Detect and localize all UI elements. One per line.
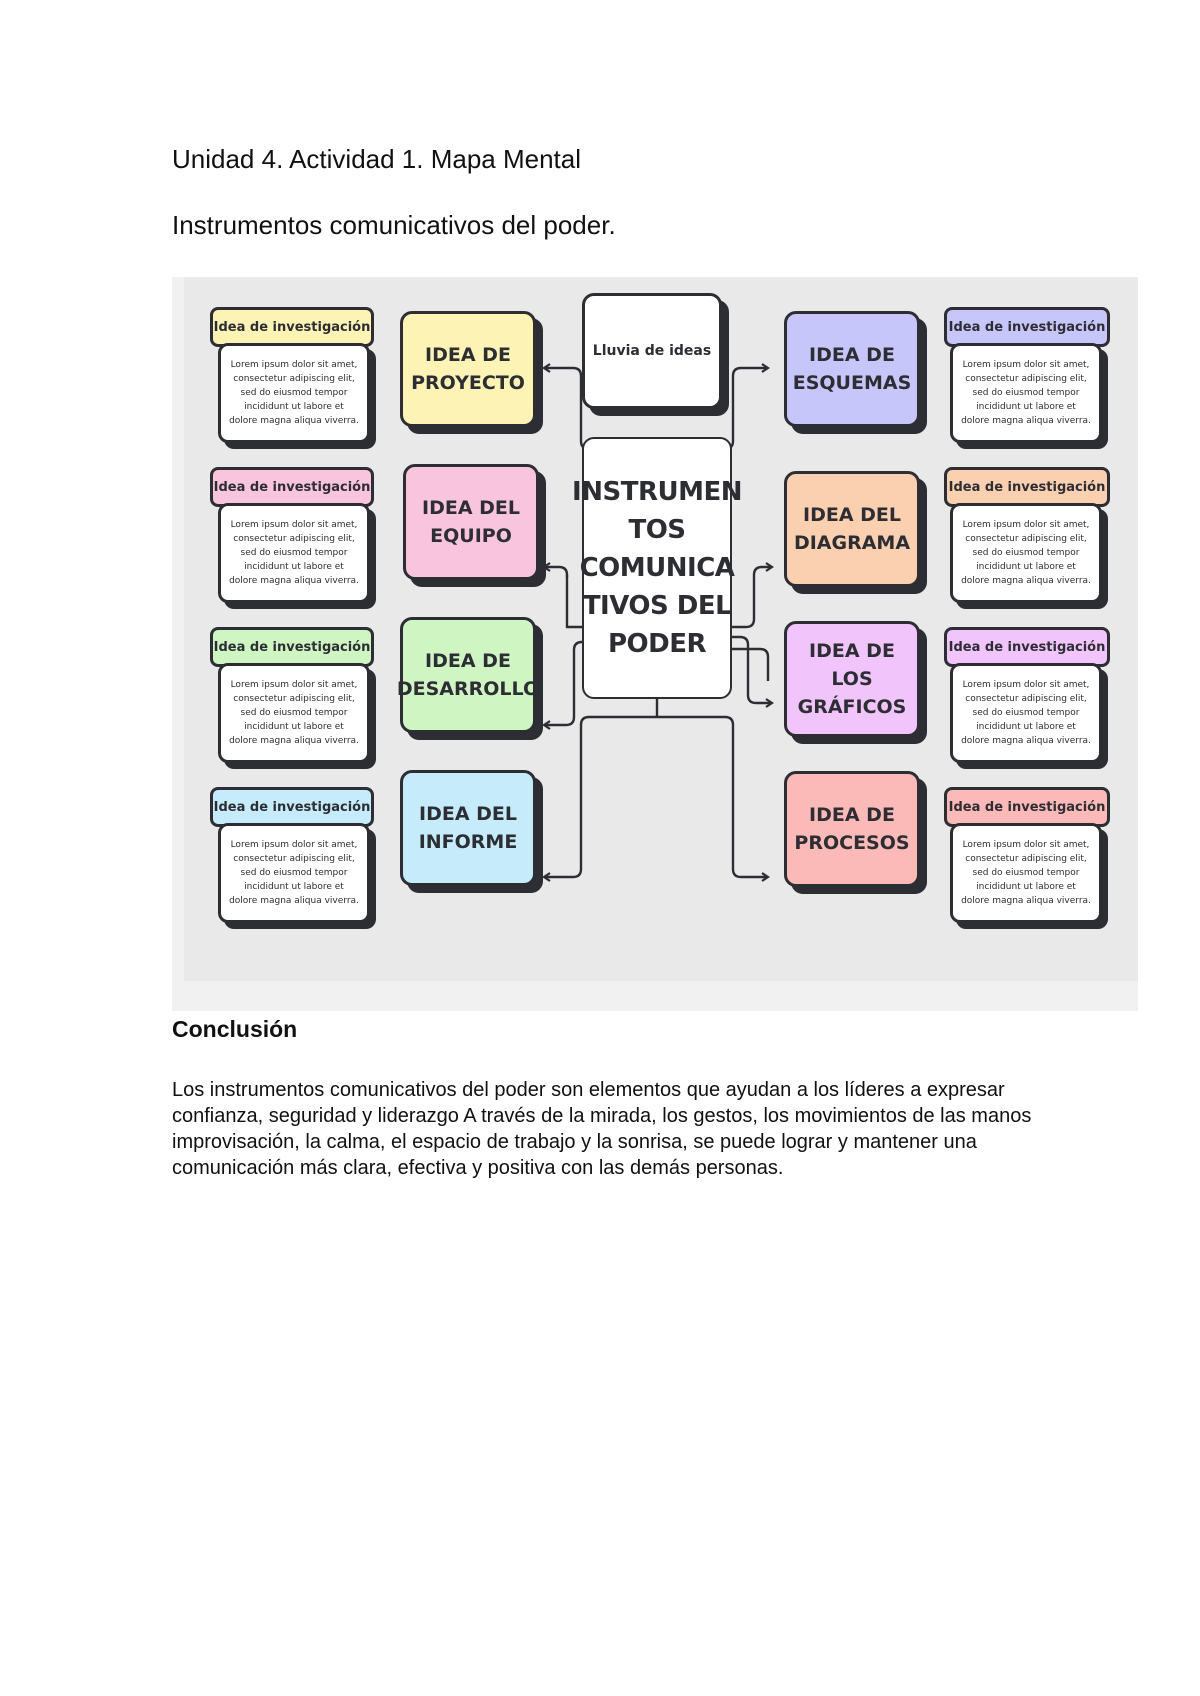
idea-node-proyecto: IDEA DE PROYECTO (400, 311, 536, 427)
idea-node-desarrollo: IDEA DE DESARROLLO (396, 617, 540, 733)
research-note: Lorem ipsum dolor sit amet, consectetur … (218, 823, 370, 923)
brainstorm-node: Lluvia de ideas (582, 293, 722, 409)
conclusion-paragraph: Los instrumentos comunicativos del poder… (172, 1079, 1032, 1179)
mind-map: INSTRUMEN TOS COMUNICA TIVOS DEL PODER L… (184, 277, 1138, 981)
idea-node-esquemas: IDEA DE ESQUEMAS (784, 311, 920, 427)
research-note: Lorem ipsum dolor sit amet, consectetur … (950, 663, 1102, 763)
idea-label: IDEA DE PROCESOS (794, 804, 910, 854)
research-tab: Idea de investigación (210, 467, 374, 507)
idea-node-equipo: IDEA DEL EQUIPO (403, 464, 539, 580)
brainstorm-label: Lluvia de ideas (592, 343, 712, 359)
idea-label: IDEA DEL DIAGRAMA (793, 504, 911, 554)
research-tab: Idea de investigación (210, 627, 374, 667)
research-note: Lorem ipsum dolor sit amet, consectetur … (950, 343, 1102, 443)
document-title: Unidad 4. Actividad 1. Mapa Mental (172, 144, 582, 174)
idea-label: IDEA DEL EQUIPO (422, 497, 520, 547)
research-note: Lorem ipsum dolor sit amet, consectetur … (218, 343, 370, 443)
central-topic: INSTRUMEN TOS COMUNICA TIVOS DEL PODER (572, 437, 742, 699)
central-topic-label: INSTRUMEN TOS COMUNICA TIVOS DEL PODER (572, 477, 742, 659)
idea-label: IDEA DE PROYECTO (411, 344, 525, 394)
research-tab: Idea de investigación (944, 307, 1110, 347)
idea-node-informe: IDEA DEL INFORME (400, 770, 536, 886)
research-tab: Idea de investigación (944, 467, 1110, 507)
research-note: Lorem ipsum dolor sit amet, consectetur … (218, 503, 370, 603)
conclusion-heading: Conclusión (172, 1016, 298, 1042)
research-note: Lorem ipsum dolor sit amet, consectetur … (950, 503, 1102, 603)
idea-label: IDEA DE LOS GRÁFICOS (797, 640, 907, 718)
research-tab: Idea de investigación (210, 307, 374, 347)
idea-node-procesos: IDEA DE PROCESOS (784, 771, 920, 887)
idea-label: IDEA DE ESQUEMAS (792, 344, 912, 394)
research-tab: Idea de investigación (210, 787, 374, 827)
research-tab: Idea de investigación (944, 627, 1110, 667)
idea-label: IDEA DEL INFORME (418, 803, 518, 853)
idea-label: IDEA DE DESARROLLO (396, 650, 540, 700)
research-tab: Idea de investigación (944, 787, 1110, 827)
document-subtitle: Instrumentos comunicativos del poder. (172, 210, 616, 240)
idea-node-diagrama: IDEA DEL DIAGRAMA (784, 471, 920, 587)
research-note: Lorem ipsum dolor sit amet, consectetur … (218, 663, 370, 763)
research-note: Lorem ipsum dolor sit amet, consectetur … (950, 823, 1102, 923)
idea-node-graficos: IDEA DE LOS GRÁFICOS (784, 621, 920, 737)
